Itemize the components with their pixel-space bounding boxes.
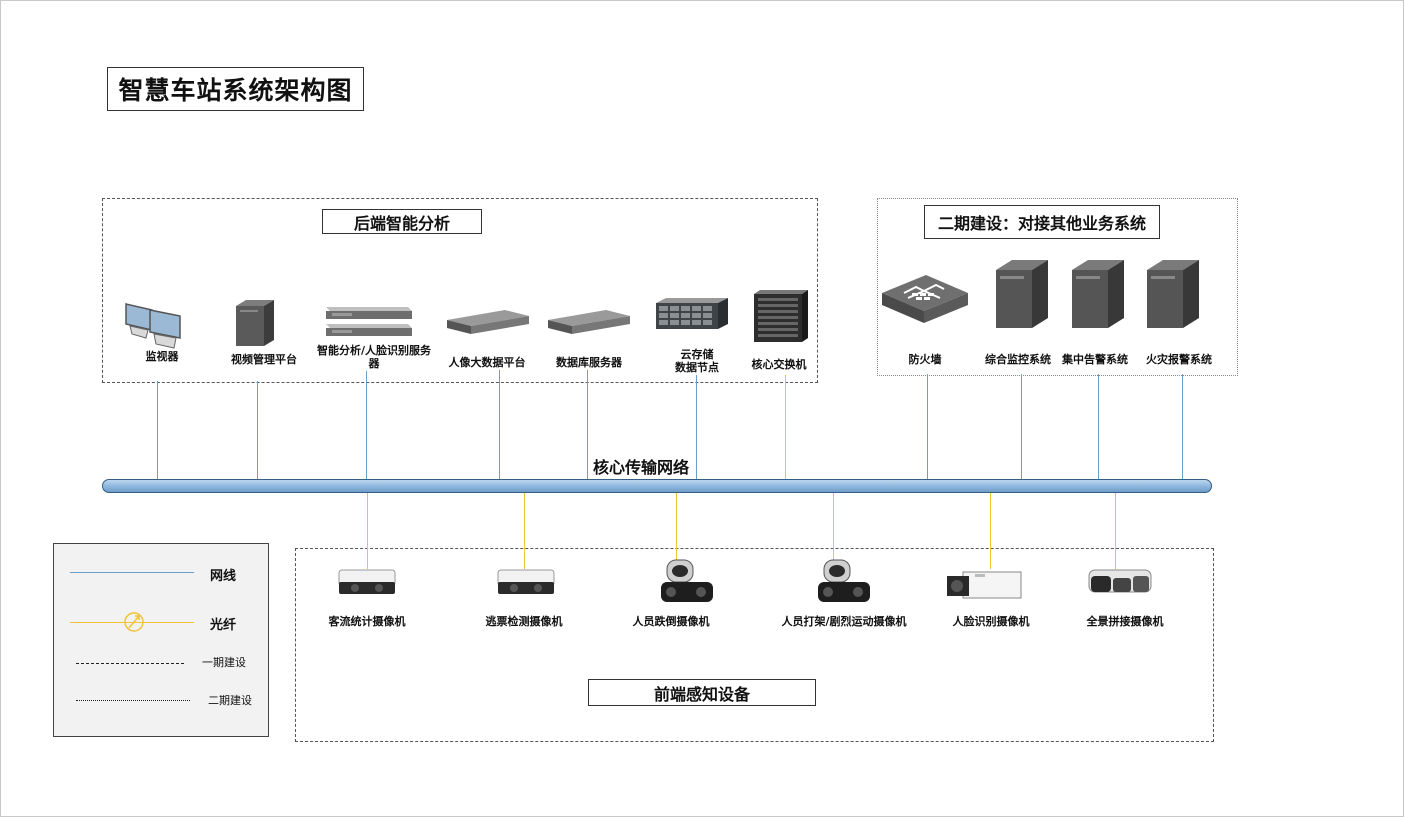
- page-title: 智慧车站系统架构图: [107, 67, 364, 111]
- network-cable-link: [1098, 374, 1099, 479]
- device-label: 智能分析/人脸识别服务 器: [316, 344, 432, 370]
- device-label: 逃票检测摄像机: [485, 615, 563, 628]
- rack-server-icon: [445, 306, 531, 336]
- device-label: 火灾报警系统: [1146, 353, 1212, 366]
- device-label: 人像大数据平台: [448, 356, 526, 369]
- device-label: 人脸识别摄像机: [952, 615, 1030, 628]
- network-cable-link: [157, 381, 158, 479]
- box-camera-icon: [945, 568, 1025, 602]
- network-cable-link: [257, 381, 258, 479]
- legend-fiber-label: 光纤: [210, 618, 237, 633]
- legend-network-cable-label: 网线: [210, 569, 237, 584]
- network-cable-link: [1182, 374, 1183, 479]
- rack-server-icon: [546, 306, 632, 336]
- device-label: 防火墙: [908, 353, 942, 366]
- device-label: 核心交换机: [751, 358, 807, 371]
- device-label: 云存储 数据节点: [675, 348, 719, 374]
- ptz-camera-icon: [814, 558, 874, 606]
- firewall-icon: [880, 267, 970, 325]
- fiber-connector-icon: [122, 610, 146, 634]
- tower-server-icon: [1143, 258, 1203, 330]
- fiber-link: [676, 491, 677, 561]
- device-label: 视频管理平台: [231, 353, 297, 366]
- tower-server-icon: [1068, 258, 1128, 330]
- legend-phase1-swatch: [76, 663, 184, 664]
- legend-phase1-label: 一期建设: [202, 656, 246, 669]
- monitor-icon: [122, 300, 186, 350]
- dual-lens-camera-icon: [496, 568, 556, 596]
- frontend-header: 前端感知设备: [588, 679, 816, 706]
- fiber-link: [990, 491, 991, 569]
- device-label: 人员打架/剧烈运动摄像机: [781, 615, 907, 628]
- phase2-zone: [877, 198, 1238, 376]
- fiber-link: [524, 491, 525, 569]
- backend-zone: [102, 198, 818, 383]
- device-label: 数据库服务器: [556, 356, 622, 369]
- storage-array-icon: [654, 297, 730, 331]
- fiber-link: [785, 375, 786, 479]
- network-cable-link: [366, 371, 367, 479]
- core-network-backbone: [102, 479, 1212, 493]
- core-switch-icon: [752, 288, 808, 344]
- legend-phase2-swatch: [76, 700, 190, 701]
- fiber-link: [1115, 491, 1116, 569]
- device-label: 全景拼接摄像机: [1086, 615, 1164, 628]
- fiber-link: [367, 491, 368, 569]
- dual-lens-camera-icon: [337, 568, 397, 596]
- device-label: 人员跌倒摄像机: [632, 615, 710, 628]
- legend-network-cable-swatch: [70, 572, 194, 573]
- legend: 网线 光纤 一期建设 二期建设: [53, 543, 269, 737]
- rack-server-stack-icon: [322, 303, 414, 339]
- frontend-zone: [295, 548, 1214, 742]
- network-cable-link: [927, 374, 928, 479]
- device-label: 综合监控系统: [985, 353, 1051, 366]
- panoramic-camera-icon: [1087, 566, 1153, 600]
- core-network-label: 核心传输网络: [593, 458, 690, 477]
- network-cable-link: [696, 375, 697, 479]
- device-label: 集中告警系统: [1062, 353, 1128, 366]
- tower-server-icon: [234, 298, 278, 348]
- network-cable-link: [1021, 374, 1022, 479]
- backend-header: 后端智能分析: [322, 209, 482, 234]
- device-label: 监视器: [145, 350, 179, 363]
- ptz-camera-icon: [657, 558, 717, 606]
- legend-fiber-swatch: [70, 622, 194, 623]
- legend-phase2-label: 二期建设: [208, 694, 252, 707]
- network-cable-link: [587, 370, 588, 489]
- phase2-header: 二期建设：对接其他业务系统: [924, 205, 1160, 239]
- fiber-link: [833, 491, 834, 561]
- tower-server-icon: [992, 258, 1052, 330]
- device-label: 客流统计摄像机: [328, 615, 406, 628]
- network-cable-link: [499, 370, 500, 489]
